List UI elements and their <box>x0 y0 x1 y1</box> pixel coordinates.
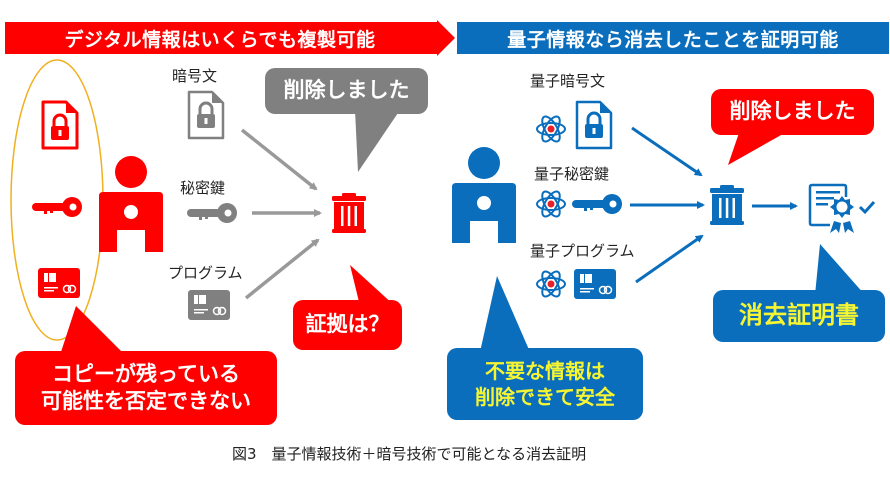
evidence-bubble-text: 証拠は？ <box>305 312 390 337</box>
trash-icon-red <box>332 193 366 233</box>
key-icon-blue <box>572 194 622 214</box>
right-banner-text: 量子情報なら消去したことを証明可能 <box>507 28 839 51</box>
certificate-bubble-tail <box>815 244 865 295</box>
evidence-bubble: 証拠は？ <box>293 300 402 350</box>
deleted-bubble-gray: 削除しました <box>265 68 428 114</box>
copy-bubble-line-1: コピーが残っている <box>52 361 240 386</box>
item-label-quantum-program: 量子プログラム <box>530 242 635 260</box>
deleted-bubble-tail-gray <box>355 110 400 172</box>
item-label-quantum-secret-key: 量子秘密鍵 <box>534 165 610 183</box>
card-icon <box>38 268 80 298</box>
atom-icon <box>536 270 566 298</box>
arrow-program <box>244 238 320 300</box>
figure-caption: 図3 量子情報技術＋暗号技術で可能となる消去証明 <box>232 445 587 463</box>
item-label-quantum-ciphertext: 量子暗号文 <box>530 72 606 90</box>
evidence-bubble-tail <box>350 265 395 306</box>
item-label-ciphertext: 暗号文 <box>172 67 218 85</box>
right-banner: 量子情報なら消去したことを証明可能 <box>457 22 889 54</box>
arrow-ciphertext <box>240 128 318 191</box>
key-icon <box>32 197 82 217</box>
copy-bubble-tail <box>60 306 125 355</box>
arrow-quantum-ciphertext <box>631 126 703 177</box>
person-icon-blue <box>452 147 516 243</box>
left-banner: デジタル情報はいくらでも複製可能 <box>5 22 435 54</box>
deleted-bubble-tail-red <box>728 130 790 165</box>
copy-bubble-line-2: 可能性を否定できない <box>41 389 251 413</box>
safe-bubble-tail <box>480 276 530 352</box>
copy-bubble: コピーが残っている 可能性を否定できない <box>15 351 277 425</box>
atom-icon <box>536 115 566 143</box>
atom-icon <box>536 190 566 218</box>
gray-arrows <box>240 128 322 300</box>
arrow-quantum-program <box>635 234 704 284</box>
deleted-bubble-red: 削除しました <box>711 89 874 135</box>
safe-bubble-line-2: 削除できて安全 <box>475 385 615 409</box>
certificate-bubble-text: 消去証明書 <box>739 301 859 330</box>
safe-bubble-line-1: 不要な情報は <box>485 359 605 383</box>
certificate-icon <box>808 183 876 233</box>
deleted-bubble-gray-text: 削除しました <box>283 78 410 103</box>
card-icon-gray <box>188 290 230 320</box>
item-label-program: プログラム <box>168 264 243 282</box>
safe-bubble: 不要な情報は 削除できて安全 <box>447 348 643 420</box>
locked-file-icon <box>41 100 79 150</box>
trash-icon-blue <box>710 185 744 225</box>
left-banner-text: デジタル情報はいくらでも複製可能 <box>64 28 376 51</box>
locked-file-icon-blue <box>575 100 613 150</box>
left-banner-arrow <box>5 20 455 56</box>
deleted-bubble-red-text: 削除しました <box>729 99 856 124</box>
key-icon-gray <box>187 203 237 223</box>
blue-arrows <box>630 126 798 284</box>
person-icon-red <box>99 156 163 252</box>
locked-file-icon-gray <box>187 90 225 140</box>
item-label-secret-key: 秘密鍵 <box>180 179 226 197</box>
certificate-bubble: 消去証明書 <box>713 290 885 342</box>
card-icon-blue <box>574 269 616 299</box>
